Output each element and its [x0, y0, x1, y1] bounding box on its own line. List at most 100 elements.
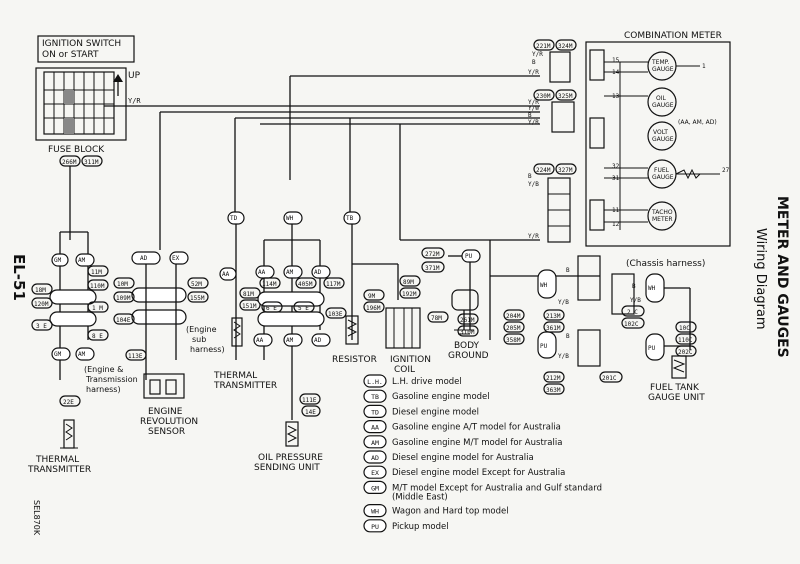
pin-11: 11	[612, 207, 620, 214]
conn-196m: 196M	[366, 305, 381, 312]
svg-text:AM: AM	[78, 257, 86, 264]
oil-pressure-label-2: SENDING UNIT	[254, 463, 320, 473]
svg-text:VOLT: VOLT	[653, 129, 668, 136]
conn-151m: 151M	[242, 303, 257, 310]
svg-text:PU: PU	[465, 253, 473, 260]
svg-text:TD: TD	[230, 215, 238, 222]
tacho-meter: TACHO METER	[647, 201, 677, 231]
conn-3e: 3 E	[36, 323, 47, 330]
page-number: EL-51	[10, 254, 28, 301]
conn-2c: 2 C	[627, 309, 638, 316]
badge-am-4: AM	[286, 337, 294, 344]
conn-311m-label: 311M	[84, 159, 99, 166]
conn-155m: 155M	[190, 295, 205, 302]
thermal-transmitter-2-label: THERMAL	[213, 371, 257, 381]
conn-266m-label: 266M	[62, 159, 77, 166]
oil-pressure-label: OIL PRESSURE	[258, 453, 323, 463]
svg-text:WH: WH	[540, 282, 548, 289]
fuse-grid	[44, 72, 114, 134]
pin-1: 1	[702, 63, 706, 70]
svg-text:EX: EX	[172, 255, 180, 262]
resistor-icon	[345, 315, 359, 345]
badge-ad-3: AD	[314, 337, 322, 344]
svg-text:TB: TB	[346, 215, 354, 222]
legend-code: PU	[371, 523, 379, 531]
conn-324m-label: 324M	[558, 43, 573, 50]
legend-code: AD	[371, 454, 379, 462]
oil-gauge: OIL GAUGE	[647, 87, 677, 117]
pin-31: 31	[612, 175, 620, 182]
conn-327m-label: 327M	[558, 167, 573, 174]
legend-text: M/T model Except for Australia and Gulf …	[392, 483, 602, 493]
temp-gauge: TEMP. GAUGE	[647, 51, 677, 81]
engine-sub-harness-2: sub	[192, 335, 206, 344]
conn-261m: 261M	[460, 317, 475, 324]
wire-yr-label-2: Y/R	[528, 69, 539, 76]
badge-wh-2	[537, 269, 557, 299]
fuse-block-inner	[43, 71, 115, 135]
conn-block-2	[551, 101, 575, 133]
chassis-harness-label: (Chassis harness)	[626, 259, 705, 269]
conn-block-1	[549, 51, 571, 83]
conn-310m: 310M	[460, 329, 475, 336]
conn-363m: 363M	[546, 387, 561, 394]
conn-213m: 213M	[546, 313, 561, 320]
fuel-tank-label-2: GAUGE UNIT	[648, 393, 705, 403]
svg-text:AD: AD	[140, 255, 148, 262]
ignition-coil-label: IGNITION	[390, 355, 431, 365]
pin-32: 32	[612, 163, 620, 170]
conn-192m: 192M	[402, 291, 417, 298]
badge-am-2	[75, 347, 95, 361]
badge-am-1	[75, 253, 95, 267]
section-title: METER AND GAUGES	[774, 196, 790, 358]
conn-8e: 8 E	[92, 333, 103, 340]
svg-text:GM: GM	[54, 257, 62, 264]
pin-12: 12	[612, 221, 620, 228]
conn-102c: 102C	[624, 321, 639, 328]
harness-ad-ex: AD EX	[131, 251, 189, 380]
engine-sub-harness-1: (Engine	[186, 325, 217, 334]
pin-13: 13	[612, 93, 620, 100]
wire-yw-label: Y/W	[528, 105, 539, 112]
conn-120m: 120M	[34, 301, 49, 308]
thermal-transmitter-2	[231, 317, 243, 347]
wire-yb-label-4: Y/B	[630, 297, 641, 304]
conn-272m: 272M	[425, 251, 440, 258]
badge-pu-3	[645, 333, 665, 361]
conn-230m	[533, 89, 555, 101]
badge-gm	[51, 253, 69, 267]
svg-text:WH: WH	[286, 215, 294, 222]
thermal-transmitter-1-label-2: TRANSMITTER	[27, 465, 91, 475]
conn-311m	[81, 155, 103, 167]
legend-text: Wagon and Hard top model	[392, 507, 509, 517]
conn-114m: 114M	[262, 281, 277, 288]
wire-yr-label-4: Y/R	[528, 119, 539, 126]
wire-yb-label-3: Y/B	[558, 353, 569, 360]
legend-code-badge	[363, 435, 387, 449]
conn-78m: 78M	[431, 315, 442, 322]
conn-224m	[533, 163, 555, 175]
combination-meter-box	[585, 41, 731, 247]
wire-yr-label-top: Y/R	[532, 51, 543, 58]
badge-aa-1	[219, 267, 237, 281]
svg-text:GAUGE: GAUGE	[652, 102, 674, 109]
meter-conn-1	[589, 49, 605, 81]
conn-14e: 14E	[305, 409, 316, 416]
conn-18m-plug	[49, 289, 97, 305]
thermal-transmitter-2-label-2: TRANSMITTER	[213, 381, 277, 391]
ignition-coil-icon	[385, 307, 421, 349]
badge-aa-2: AA	[258, 269, 266, 276]
svg-text:AM: AM	[78, 351, 86, 358]
svg-text:PU: PU	[648, 345, 656, 352]
conn-block-5	[577, 329, 601, 367]
wire-yb-label-1: Y/B	[528, 181, 539, 188]
conn-110m: 110M	[90, 283, 105, 290]
volt-note: (AA, AM, AD)	[678, 119, 717, 126]
